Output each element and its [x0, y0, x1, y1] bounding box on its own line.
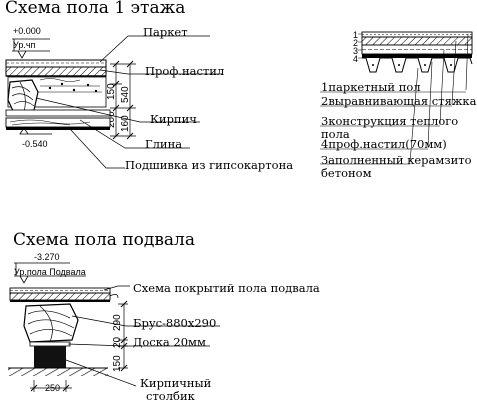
basement-level-label: Ур.пола Подвала — [14, 267, 86, 277]
legend-number-4: 4 — [353, 54, 359, 64]
level-mark-label: Ур.чп — [13, 40, 36, 50]
legend-number-3: 3 — [353, 46, 359, 56]
section1-title: Схема пола 1 этажа — [5, 0, 186, 18]
first-floor-section — [5, 35, 222, 169]
legend-item-1: 1паркетный пол — [321, 80, 421, 94]
label-brick: Кирпич — [150, 112, 197, 126]
label-deck: Проф.настил — [145, 64, 225, 78]
legend-item-3b: пола — [321, 127, 350, 141]
legend-item-5b: бетоном — [321, 166, 372, 180]
legend-item-4: 4проф.настил(70мм) — [321, 137, 447, 151]
label-parquet: Паркет — [143, 25, 188, 39]
legend-item-2: 2выравнивающая стяжка — [321, 94, 477, 108]
legend-number-1: 1 — [353, 30, 359, 40]
label-beam: Брус-880х290 — [133, 316, 217, 330]
level-mark-value: +0.000 — [13, 26, 41, 36]
label-ceiling: Подшивка из гипсокартона — [125, 158, 294, 172]
section2-title: Схема пола подвала — [13, 230, 195, 250]
label-pillar-b: столбик — [146, 389, 195, 403]
basement-level-value: -3.270 — [34, 252, 60, 262]
label-clay: Глина — [145, 137, 183, 151]
legend-number-2: 2 — [353, 38, 359, 48]
legend-layers-drawing — [320, 31, 473, 165]
basement-floor-section — [8, 262, 220, 392]
legend-item-3a: 3конструкция теплого — [321, 114, 459, 128]
bottom-mark: -0.540 — [22, 139, 48, 149]
label-board: Доска 20мм — [133, 335, 206, 349]
label-covering: Схема покрытий пола подвала — [133, 281, 320, 295]
legend-item-5a: Заполненный керамзито — [321, 153, 472, 167]
label-pillar-a: Кирпичный — [140, 376, 212, 390]
